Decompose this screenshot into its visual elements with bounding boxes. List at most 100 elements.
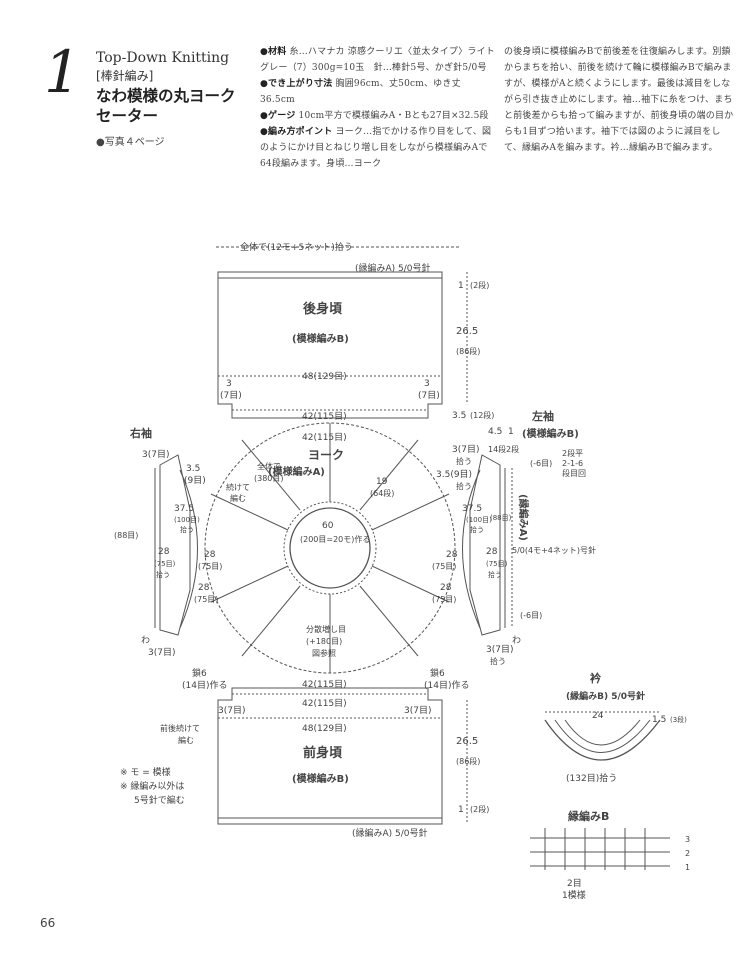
ls-e-st: (75目)	[486, 560, 508, 568]
back-side-right: 3	[424, 379, 430, 389]
front-side-left: 3(7目)	[218, 705, 245, 716]
ls-dec: (-6目)	[530, 459, 552, 468]
ls-a: 4.5	[488, 427, 502, 437]
left-sleeve-curve	[462, 469, 481, 629]
right-sleeve-outline	[159, 454, 191, 636]
radial-line	[210, 565, 289, 603]
left-sleeve-outline	[469, 454, 501, 636]
yoke-depth: 19	[376, 477, 388, 487]
front-edging-label: (縁編みA) 5/0号針	[352, 827, 428, 839]
ls-b: 1	[508, 427, 514, 437]
ls-f: 28	[440, 583, 452, 593]
pattern-title: なわ模様の丸ヨーク セーター	[96, 86, 256, 126]
gauge-label: ●ゲージ	[260, 111, 296, 121]
ls-bottom: 3(7目)	[486, 644, 513, 655]
back-body-title: 後身頃	[303, 301, 343, 317]
edging-b-chart	[530, 828, 670, 870]
gusset-left: 鎖6	[192, 667, 207, 679]
ls-c-pick: 拾う	[456, 481, 472, 491]
front-inner-label: 42(115目)	[302, 679, 347, 690]
yoke-outer-label: 42(115目)	[302, 432, 347, 443]
increase-label: 分散増し目	[306, 624, 346, 634]
ls-wa: わ	[512, 635, 521, 646]
front-side-right: 3(7目)	[404, 705, 431, 716]
rs-c-st: (75目)	[154, 560, 176, 568]
back-side-left-st: (7目)	[220, 390, 242, 401]
collar-width: 24	[592, 711, 604, 721]
ls-rows-a: 14段	[488, 444, 506, 454]
materials-text: 糸…ハマナカ 涼感クーリエ〈並太タイプ〉ライトグレー（7）300g=10玉 針……	[260, 47, 495, 73]
collar-pick: (132目)拾う	[566, 772, 617, 784]
ls-e-pick: 拾う	[488, 570, 502, 579]
rs-wa: わ	[141, 635, 150, 646]
front-body-outline	[217, 687, 443, 825]
edging-b-row-1: 1	[685, 863, 690, 872]
edging-b-repeat: 2目	[567, 878, 582, 889]
pattern-number: 1	[44, 38, 81, 106]
ls-e: 28	[486, 547, 498, 557]
ls-dec-rows3: 段目回	[562, 468, 586, 478]
yoke-whole-st: (380目)	[254, 474, 284, 483]
rs-a-st: (9目)	[184, 475, 206, 486]
instructions-column-1: ●材料 糸…ハマナカ 涼感クーリエ〈並太タイプ〉ライトグレー（7）300g=10…	[260, 44, 495, 172]
note-line-2: ※ 縁編み以外は	[120, 782, 185, 792]
collar-row	[564, 719, 641, 746]
collar-depth-rows: (3段)	[670, 715, 687, 724]
continuous-label-2: 編む	[178, 735, 194, 745]
back-body-outline	[217, 271, 443, 419]
rs-cont2: 編む	[230, 493, 246, 503]
increase-st: (+180目)	[306, 637, 342, 646]
edging-b-row-2: 2	[685, 849, 690, 858]
materials-label: ●材料	[260, 47, 287, 57]
yoke-title: ヨーク	[308, 448, 344, 462]
front-edging-rows: 1	[458, 805, 464, 815]
size-block: ●でき上がり寸法 胸囲96cm、丈50cm、ゆき丈36.5cm	[260, 79, 461, 105]
rs-cont: 続けて	[226, 482, 250, 492]
size-text: 胸囲96cm、丈50cm、ゆき丈36.5cm	[260, 79, 461, 105]
collar-pattern: (縁編みB) 5/0号針	[566, 690, 645, 702]
ls-top: 3(7目)	[452, 444, 479, 455]
ls-needle: 5/0(4モ+4ネット)号針	[512, 545, 596, 555]
photo-reference: ●写真４ページ	[96, 137, 165, 148]
rs-c-pick: 拾う	[156, 570, 170, 579]
rs-d: 28	[198, 583, 210, 593]
ls-dec2: (-6目)	[520, 611, 542, 620]
front-width-label: 48(129目)	[302, 723, 347, 734]
collar-title: 衿	[590, 671, 601, 685]
materials-block: ●材料 糸…ハマナカ 涼感クーリエ〈並太タイプ〉ライトグレー（7）300g=10…	[260, 47, 495, 73]
title-line-2: セーター	[96, 107, 159, 125]
radial-line	[359, 439, 419, 511]
neck-cast: (200目=20モ)作る	[300, 534, 370, 544]
point-text: ヨーク…指でかける作り目をして、図のようにかけ目とねじり増し目をしながら模様編み…	[260, 127, 492, 169]
note-line-3: 5号針で編む	[134, 796, 185, 806]
radial-line	[371, 565, 450, 603]
instructions-continued: の後身頃に模様編みBで前後差を往復編みします。別鎖からまちを拾い、前後を続けて輪…	[504, 47, 734, 153]
point-label: ●編み方ポイント	[260, 127, 333, 137]
rs-b: 37.5	[174, 504, 194, 514]
neck-circ: 60	[322, 521, 334, 531]
ls-bottom-pick: 拾う	[490, 656, 506, 666]
radial-line	[241, 439, 301, 511]
front-length-value: 26.5	[456, 736, 478, 747]
right-sleeve-curve	[179, 469, 198, 629]
ls-c: 3.5(9目)	[436, 469, 472, 480]
yoke-side-right-st: (75目)	[432, 562, 456, 571]
ls-d: 37.5	[462, 504, 482, 514]
point-block: ●編み方ポイント ヨーク…指でかける作り目をして、図のようにかけ目とねじり増し目…	[260, 127, 491, 169]
front-base-label: 42(115目)	[302, 698, 347, 709]
page-number: 66	[40, 916, 56, 930]
english-title: Top-Down Knitting	[96, 50, 230, 66]
back-length-value: 26.5	[456, 326, 478, 337]
yoke-depth-rows: (64段)	[370, 488, 394, 498]
back-edging-rows: 1	[458, 281, 464, 291]
neck-inner-circle	[283, 501, 377, 595]
ls-pattern: (模様編みB)	[522, 427, 579, 440]
edging-b-repeat-2: 1模様	[562, 889, 586, 901]
front-body-pattern: (模様編みB)	[292, 772, 349, 785]
rs-outer: (88目)	[114, 531, 138, 540]
collar-depth: 1.5	[652, 715, 666, 725]
collar-outer	[544, 719, 661, 761]
yoke-side-left: 28	[204, 550, 216, 560]
back-base-label: 42(115目)	[302, 411, 347, 422]
back-diff-value: 3.5	[452, 411, 466, 421]
